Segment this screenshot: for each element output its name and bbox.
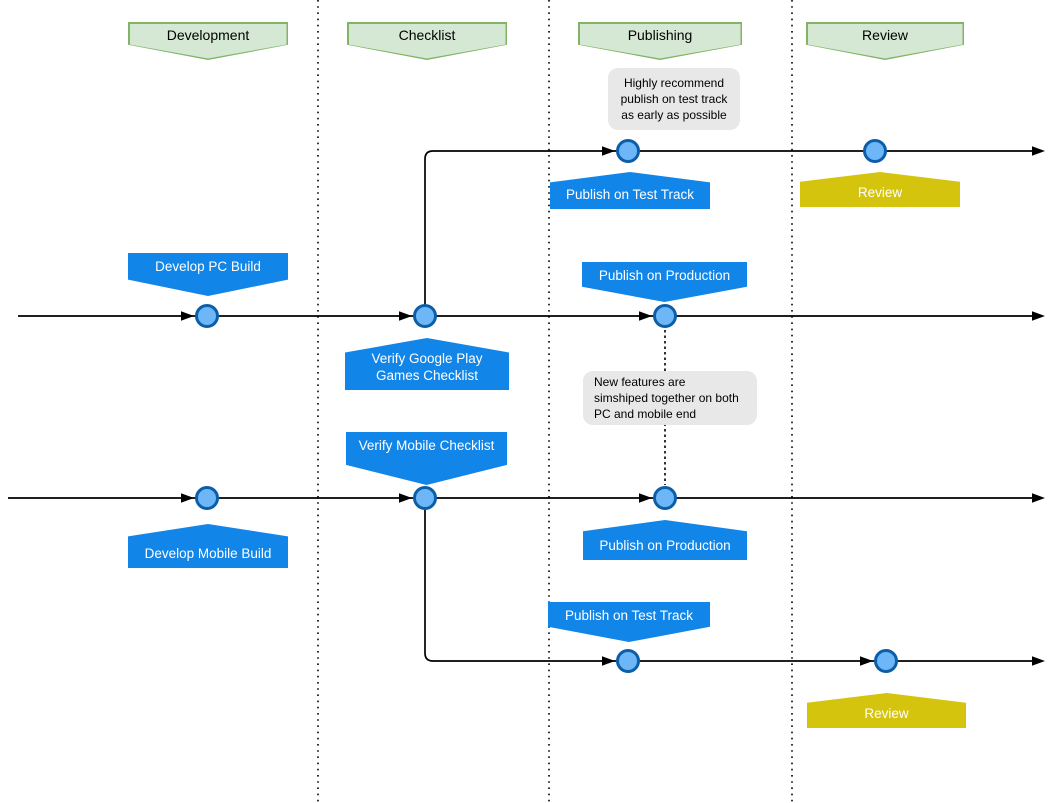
milestone-node xyxy=(653,486,677,510)
arrowhead xyxy=(639,311,652,321)
milestone-node xyxy=(413,486,437,510)
lane-header-checklist: Checklist xyxy=(347,22,507,60)
note-simship: New features are simshiped together on b… xyxy=(583,371,757,425)
milestone-node xyxy=(863,139,887,163)
lane-header-development: Development xyxy=(128,22,288,60)
arrowhead xyxy=(1032,146,1045,156)
milestone-node xyxy=(874,649,898,673)
arrowhead xyxy=(1032,493,1045,503)
arrowhead xyxy=(1032,311,1045,321)
arrowhead xyxy=(639,493,652,503)
milestone-label: Publish on Production xyxy=(598,268,731,283)
milestone-label: Review xyxy=(857,185,903,200)
milestone-label: Publish on Test Track xyxy=(565,187,695,202)
mobile-test-track-branch xyxy=(424,498,1033,662)
lane-header-publishing: Publishing xyxy=(578,22,742,60)
lane-header-label: Publishing xyxy=(627,26,693,43)
note-text: New features are simshiped together on b… xyxy=(594,375,739,421)
milestone-label: Publish on Test Track xyxy=(564,608,694,623)
arrowhead xyxy=(602,656,615,666)
lane-header-review: Review xyxy=(806,22,964,60)
milestone-label: Develop Mobile Build xyxy=(144,546,272,561)
arrowhead xyxy=(860,656,873,666)
milestone-node xyxy=(195,486,219,510)
arrowhead xyxy=(602,146,615,156)
milestone-label: Verify Mobile Checklist xyxy=(358,438,495,453)
milestone-label: Verify Google Play Games Checklist xyxy=(371,351,483,383)
milestone-node xyxy=(195,304,219,328)
arrowhead xyxy=(181,493,194,503)
milestone-label: Develop PC Build xyxy=(155,259,261,274)
milestone-node xyxy=(413,304,437,328)
note-test-track-recommendation: Highly recommend publish on test track a… xyxy=(608,68,740,130)
lane-header-label: Review xyxy=(862,26,908,43)
lane-header-label: Checklist xyxy=(398,26,456,43)
note-text: Highly recommend publish on test track a… xyxy=(620,76,728,122)
arrowhead xyxy=(399,311,412,321)
milestone-node xyxy=(616,649,640,673)
milestone-node xyxy=(653,304,677,328)
arrowhead xyxy=(1032,656,1045,666)
pc-test-track-branch xyxy=(424,150,1033,316)
milestone-label: Review xyxy=(864,706,909,721)
milestone-node xyxy=(616,139,640,163)
arrowhead xyxy=(399,493,412,503)
arrowhead xyxy=(181,311,194,321)
milestone-label: Publish on Production xyxy=(599,538,731,553)
lane-header-label: Development xyxy=(166,26,250,43)
